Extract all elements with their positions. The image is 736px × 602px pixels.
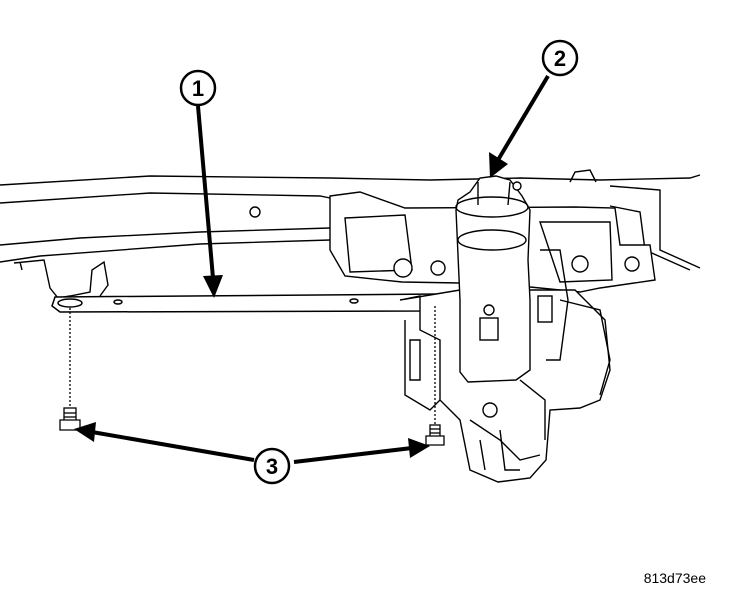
svg-text:2: 2 bbox=[554, 46, 566, 71]
callout-1: 1 bbox=[179, 69, 217, 107]
bracket-screws bbox=[59, 306, 445, 446]
svg-text:1: 1 bbox=[192, 76, 204, 101]
figure-id: 813d73ee bbox=[644, 570, 707, 586]
crossbeam-structure bbox=[0, 169, 701, 271]
svg-text:3: 3 bbox=[266, 454, 278, 479]
steering-column-assembly bbox=[329, 175, 656, 483]
right-screw bbox=[425, 424, 445, 446]
callout-2: 2 bbox=[541, 39, 579, 77]
left-bracket-tab bbox=[13, 259, 109, 299]
callout-3: 3 bbox=[253, 447, 291, 485]
left-screw bbox=[59, 407, 81, 431]
callout-leaders bbox=[74, 74, 550, 464]
knee-blocker-bracket bbox=[51, 293, 456, 313]
